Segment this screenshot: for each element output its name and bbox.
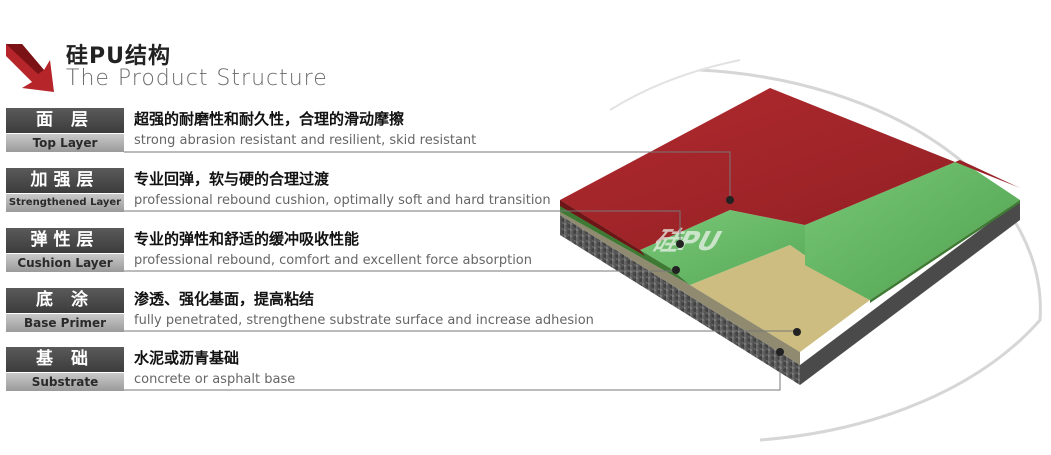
layer-name-zh: 底 涂 bbox=[6, 288, 124, 313]
layer-name-en: Cushion Layer bbox=[6, 254, 124, 272]
layer-name-zh: 弹性层 bbox=[6, 228, 124, 253]
layer-row-strengthened: 加强层 Strengthened Layer 专业回弹，软与硬的合理过渡 pro… bbox=[0, 168, 800, 224]
page-title: 硅PU结构 bbox=[66, 44, 171, 69]
layer-desc-zh: 水泥或沥青基础 bbox=[134, 349, 240, 367]
layer-desc-zh: 专业回弹，软与硬的合理过渡 bbox=[134, 170, 330, 188]
cushion-surface bbox=[640, 210, 870, 300]
layer-desc-en: strong abrasion resistant and resilient,… bbox=[134, 133, 477, 148]
top-layer-surface bbox=[560, 88, 1020, 250]
layer-desc-zh: 专业的弹性和舒适的缓冲吸收性能 bbox=[134, 230, 360, 248]
layer-desc-zh: 超强的耐磨性和耐久性，合理的滑动摩擦 bbox=[134, 110, 405, 128]
layer-name-box: 面 层 Top Layer bbox=[6, 108, 124, 152]
leader-dots bbox=[672, 196, 801, 356]
layer-desc-en: professional rebound, comfort and excell… bbox=[134, 253, 532, 268]
layer-desc-zh: 渗透、强化基面，提高粘结 bbox=[134, 290, 315, 308]
layer-name-en: Substrate bbox=[6, 373, 124, 391]
layer-row-top: 面 层 Top Layer 超强的耐磨性和耐久性，合理的滑动摩擦 strong … bbox=[0, 108, 800, 164]
layer-name-en: Strengthened Layer bbox=[6, 194, 124, 212]
layer-name-box: 加强层 Strengthened Layer bbox=[6, 168, 124, 212]
layer-desc-en: fully penetrated, strengthene substrate … bbox=[134, 313, 594, 328]
layer-row-cushion: 弹性层 Cushion Layer 专业的弹性和舒适的缓冲吸收性能 profes… bbox=[0, 228, 800, 284]
layer-desc-en: professional rebound cushion, optimally … bbox=[134, 193, 551, 208]
surface-mark: 硅PU bbox=[649, 227, 725, 257]
layer-row-primer: 底 涂 Base Primer 渗透、强化基面，提高粘结 fully penet… bbox=[0, 288, 800, 344]
layer-name-box: 弹性层 Cushion Layer bbox=[6, 228, 124, 272]
layer-name-zh: 面 层 bbox=[6, 108, 124, 133]
substrate-block bbox=[560, 215, 800, 385]
arrow-logo-icon bbox=[6, 44, 54, 92]
layer-desc-en: concrete or asphalt base bbox=[134, 372, 296, 387]
layer-row-substrate: 基 础 Substrate 水泥或沥青基础 concrete or asphal… bbox=[0, 347, 800, 403]
layer-name-en: Top Layer bbox=[6, 134, 124, 152]
layer-name-en: Base Primer bbox=[6, 314, 124, 332]
layer-name-box: 基 础 Substrate bbox=[6, 347, 124, 391]
decorative-arc bbox=[699, 68, 1042, 442]
layer-name-zh: 基 础 bbox=[6, 347, 124, 372]
page-subtitle: The Product Structure bbox=[66, 66, 328, 91]
layer-name-box: 底 涂 Base Primer bbox=[6, 288, 124, 332]
layer-name-zh: 加强层 bbox=[6, 168, 124, 193]
